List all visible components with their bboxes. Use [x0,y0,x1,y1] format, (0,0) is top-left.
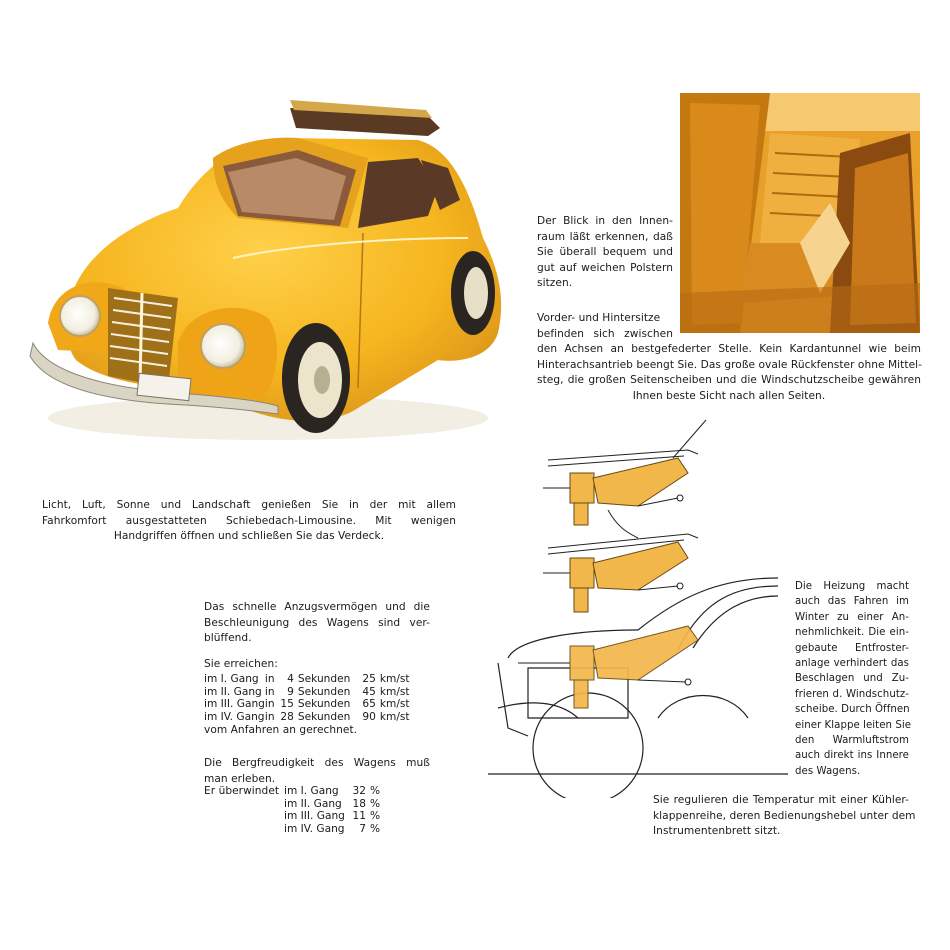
unit-cell: Sekunden [297,685,351,698]
in-cell: in [264,710,275,723]
gear-cell: im IV. Gang [204,710,265,723]
caption-open-roof-line: Fahrkomfort ausgestatteten Schiebedach-L… [42,514,456,527]
caption-seats-line: befinden sich zwischen [537,327,673,340]
gear-cell: im III. Gang [284,810,345,823]
caption-heating-line: frieren d. Windschutz- [795,688,909,700]
percent-cell: 11 [352,810,366,823]
caption-heating-line: Die Heizung macht [795,581,909,592]
caption-heating-line: scheibe. Durch Öffnen [795,704,910,716]
caption-interior-line: raum läßt erkennen, daß [537,230,673,243]
acceleration-intro-line: Beschleunigung des Wagens sind ver- [204,616,430,629]
table-row: im IV. Gang in 28 Sekunden 90 km/st [204,711,410,724]
table-row: im III. Gang in 15 Sekunden 65 km/st [204,698,410,711]
percent-unit-cell: % [370,797,381,810]
caption-heating-line: Beschlagen und Zu- [795,673,909,685]
caption-heating-line: gebaute Entfroster- [795,642,909,654]
speed-cell: 65 [362,698,376,711]
caption-interior: Der Blick in den Innen- raum läßt erkenn… [537,214,673,292]
caption-heating-line: des Wagens. [795,765,861,777]
acceleration-intro-line: Das schnelle Anzugsvermögen und die [204,601,430,613]
caption-temperature: Sie regulieren die Temperatur mit einer … [653,793,916,840]
caption-seats-line: den Achsen an bestgefederter Stelle. Kei… [537,343,921,355]
percent-cell: 18 [352,797,366,810]
unit-cell: Sekunden [297,673,351,685]
caption-temperature-line: Instrumentenbrett sitzt. [653,825,781,838]
percent-unit-cell: % [370,810,381,823]
seconds-cell: 28 [280,710,294,723]
percent-unit-cell: % [370,822,381,835]
table-row: im II. Gang 18 % [284,798,380,811]
seconds-cell: 15 [280,698,294,711]
seconds-cell: 4 [287,673,294,685]
acceleration-table: im I. Gang in 4 Sekunden 25 km/st im II.… [204,673,410,723]
speed-unit-cell: km/st [379,685,410,698]
caption-seats-line: steg, die großen Seitenscheiben und die … [537,374,921,387]
heating-diagram [488,419,788,798]
gear-cell: im II. Gang [204,685,262,698]
caption-heating-line: auch direkt ins Innere [795,750,909,762]
speed-cell: 45 [362,685,376,698]
speed-cell: 25 [362,673,376,685]
caption-interior-line: Der Blick in den Innen- [537,215,673,227]
climbing-intro-line: Die Bergfreudigkeit des Wagens muß [204,757,430,769]
caption-heating-line: anlage verhindert das [795,658,909,670]
caption-temperature-line: klappenreihe, deren Bedienungshebel unte… [653,809,916,822]
caption-temperature-line: Sie regulieren die Temperatur mit einer … [653,794,909,806]
caption-interior-line: Sie überall bequem und [537,246,673,259]
gear-cell: im IV. Gang [284,822,345,835]
caption-seats-top: Vorder- und Hintersitze befinden sich zw… [537,311,673,342]
percent-cell: 32 [352,785,366,797]
caption-open-roof-line: Handgriffen öffnen und schließen Sie das… [113,530,385,543]
gear-cell: im II. Gang [284,797,342,810]
in-cell: in [264,673,275,685]
caption-heating-line: auch das Fahren im [795,596,909,608]
caption-seats-line: Vorder- und Hintersitze [537,312,661,324]
car-illustration [29,100,502,440]
table-row: im IV. Gang 7 % [284,823,380,836]
acceleration-section: Das schnelle Anzugsvermögen und die Besc… [204,600,430,647]
gear-cell: im I. Gang [284,785,339,797]
caption-interior-line: gut auf weichen Polstern [537,261,673,274]
speed-cell: 90 [362,710,376,723]
climbing-table: im I. Gang 32 % im II. Gang 18 % im III.… [284,785,380,835]
table-row: im II. Gang in 9 Sekunden 45 km/st [204,686,410,699]
seconds-cell: 9 [287,685,294,698]
caption-interior-line: sitzen. [537,277,573,290]
gear-cell: im I. Gang [204,673,259,685]
climbing-section: Die Bergfreudigkeit des Wagens muß man e… [204,756,430,787]
percent-unit-cell: % [370,785,381,797]
percent-cell: 7 [359,822,366,835]
climbing-lead: Er überwindet [204,785,280,797]
caption-heating-line: einer Klappe leiten Sie [795,719,912,731]
table-row: im III. Gang 11 % [284,810,380,823]
caption-open-roof-line: Licht, Luft, Sonne und Landschaft genieß… [42,499,456,511]
table-row: im I. Gang 32 % [284,785,380,798]
caption-heating-line: den Warmluftstrom [795,735,909,747]
caption-seats-line: Ihnen beste Sicht nach allen Seiten. [632,389,826,402]
caption-seats-bottom: den Achsen an bestgefederter Stelle. Kei… [537,342,923,404]
speed-unit-cell: km/st [379,710,410,723]
speed-unit-cell: km/st [379,698,410,711]
table-row: im I. Gang in 4 Sekunden 25 km/st [204,673,410,686]
speed-unit-cell: km/st [379,673,410,685]
caption-heating: Die Heizung macht auch das Fahren im Win… [795,579,912,779]
in-cell: in [264,698,275,711]
gear-cell: im III. Gang [204,698,265,711]
caption-open-roof: Licht, Luft, Sonne und Landschaft genieß… [42,498,456,545]
interior-photo [680,93,920,333]
acceleration-heading: Sie erreichen: [204,658,278,670]
unit-cell: Sekunden [297,698,351,711]
caption-heating-line: nehmlichkeit. Die ein- [795,627,909,639]
unit-cell: Sekunden [297,710,351,723]
caption-seats-line: Hinterachsantrieb beengt Sie. Das große … [537,358,923,371]
climbing-intro-line: man erleben. [204,772,276,785]
acceleration-intro-line: blüffend. [204,632,252,645]
acceleration-footer: vom Anfahren an gerechnet. [204,724,358,736]
caption-heating-line: Winter zu einer An- [795,611,909,623]
in-cell: in [264,685,275,698]
